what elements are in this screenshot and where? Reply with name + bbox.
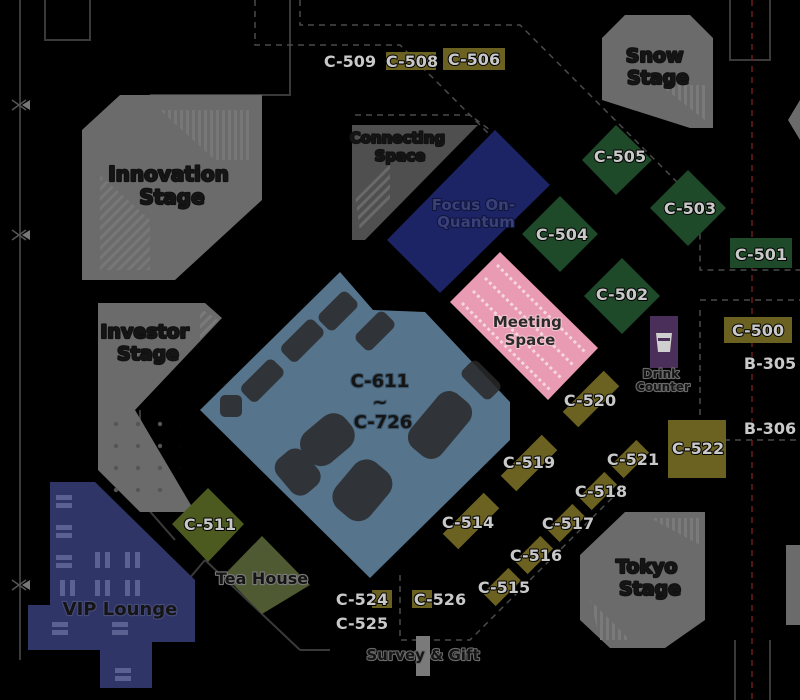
snow-stage[interactable]: Snow Stage xyxy=(602,15,713,128)
booth-c514-label[interactable]: C-514 xyxy=(441,512,495,533)
drink-counter-label: Drink Counter xyxy=(636,367,690,394)
booth-c519-box[interactable] xyxy=(500,434,558,492)
tokyo-stage-label: Tokyo Stage xyxy=(616,556,684,600)
focus-quantum-label: Focus On- Quantum xyxy=(432,196,521,231)
drink-counter-label-line2: Counter xyxy=(636,380,690,394)
booth-c526-label[interactable]: C-526 xyxy=(413,589,467,610)
drink-counter[interactable]: Drink Counter xyxy=(635,316,691,395)
booth-c526-box[interactable] xyxy=(412,590,432,608)
yellow-booths xyxy=(372,48,792,608)
booth-c501-label: C-501 xyxy=(735,245,787,264)
booth-c505[interactable]: C-505 xyxy=(582,125,652,195)
booth-c505-label: C-505 xyxy=(594,147,646,166)
booth-c522-box[interactable] xyxy=(668,420,726,478)
booth-c514-box[interactable] xyxy=(442,492,500,550)
booth-c508-label[interactable]: C-508 xyxy=(385,51,439,72)
innovation-stage-label-line1: Innovation xyxy=(108,162,229,186)
tokyo-stage-label-line1: Tokyo xyxy=(616,556,678,578)
tea-house[interactable]: Tea House xyxy=(215,536,310,614)
booth-c515-label[interactable]: C-515 xyxy=(477,577,531,598)
survey-gift-label: Survey & Gift xyxy=(366,646,479,664)
booth-c502-label: C-502 xyxy=(596,285,648,304)
vip-lounge-label: VIP Lounge xyxy=(63,599,178,620)
innovation-stage-label: Innovation Stage xyxy=(108,162,236,209)
booth-c522-label[interactable]: C-522 xyxy=(671,438,725,459)
booth-c506-label[interactable]: C-506 xyxy=(447,49,501,70)
snow-stage-label: Snow Stage xyxy=(626,45,690,89)
main-hall-label-line3: C-726 xyxy=(354,412,413,433)
booth-c521-box[interactable] xyxy=(610,439,650,479)
main-hall-label-line1: C-611 xyxy=(351,371,410,392)
booth-c517-label[interactable]: C-517 xyxy=(541,513,595,534)
booth-c521-label[interactable]: C-521 xyxy=(606,449,660,470)
meeting-space-label-line2: Space xyxy=(505,331,556,349)
main-hall-label: C-611 ~ C-726 xyxy=(351,371,416,433)
investor-stage-label: Investor Stage xyxy=(100,321,195,365)
booth-c515-box[interactable] xyxy=(482,567,522,607)
booth-c503-label: C-503 xyxy=(664,199,716,218)
booth-c508-box[interactable] xyxy=(386,52,436,70)
offscreen-area-right-top xyxy=(788,100,800,140)
hall-booth-clusters xyxy=(220,291,501,522)
main-exhibition-hall[interactable]: C-611 ~ C-726 xyxy=(200,272,510,578)
booth-c518-label[interactable]: C-518 xyxy=(574,481,628,502)
focus-quantum-label-line1: Focus On- xyxy=(432,196,515,214)
booth-c520-label[interactable]: C-520 xyxy=(563,390,617,411)
snow-stage-label-line1: Snow xyxy=(626,45,684,67)
booth-c502[interactable]: C-502 xyxy=(584,258,660,334)
booth-c524-label[interactable]: C-524 xyxy=(335,589,389,610)
drink-counter-label-line1: Drink xyxy=(643,367,681,381)
cup-icon xyxy=(656,333,672,352)
main-hall-label-line2: ~ xyxy=(372,392,387,413)
booth-c524-box[interactable] xyxy=(372,590,392,608)
walls xyxy=(11,0,800,700)
innovation-stage[interactable]: Innovation Stage xyxy=(82,95,262,280)
tokyo-stage-label-line2: Stage xyxy=(619,578,681,600)
booth-c525-label[interactable]: C-525 xyxy=(335,613,389,634)
connecting-space[interactable]: Connecting Space xyxy=(349,125,478,240)
survey-gift-counter[interactable]: Survey & Gift xyxy=(365,636,481,676)
connecting-space-label-line1: Connecting xyxy=(350,129,445,147)
booth-c503[interactable]: C-503 xyxy=(650,170,726,246)
booth-c519-label[interactable]: C-519 xyxy=(502,452,556,473)
booth-c501[interactable]: C-501 xyxy=(730,238,792,268)
lounge-furniture xyxy=(52,495,140,681)
booth-c511-label: C-511 xyxy=(184,515,236,534)
booth-c511[interactable]: C-511 xyxy=(172,488,244,562)
booth-c516-box[interactable] xyxy=(514,535,554,575)
booth-c518-box[interactable] xyxy=(578,471,618,511)
tea-house-label: Tea House xyxy=(216,569,308,588)
tokyo-stage[interactable]: Tokyo Stage xyxy=(580,512,705,648)
booth-c509-label[interactable]: C-509 xyxy=(323,51,377,72)
booth-c500-box[interactable] xyxy=(724,317,792,343)
focus-quantum-label-line2: Quantum xyxy=(437,213,515,231)
investor-stage[interactable]: Investor Stage xyxy=(98,303,222,512)
meeting-space[interactable]: Meeting Space xyxy=(450,252,598,400)
meeting-space-label-line1: Meeting xyxy=(493,313,562,331)
booth-c520-box[interactable] xyxy=(562,370,620,428)
offscreen-area-right-bottom xyxy=(786,545,800,625)
booth-labels: C-509 C-508 C-506 C-500 B-305 B-306 C-52… xyxy=(323,49,797,634)
booth-b306-label[interactable]: B-306 xyxy=(743,418,797,439)
innovation-stage-label-line2: Stage xyxy=(139,185,204,209)
vip-lounge[interactable]: VIP Lounge xyxy=(28,482,195,688)
snow-stage-label-line2: Stage xyxy=(627,67,689,89)
focus-quantum-area[interactable]: Focus On- Quantum xyxy=(387,130,550,293)
booth-c517-box[interactable] xyxy=(546,503,586,543)
booth-c500-label[interactable]: C-500 xyxy=(731,320,785,341)
booth-c504-label: C-504 xyxy=(536,225,588,244)
connecting-space-label-line2: Space xyxy=(375,147,426,165)
booth-c516-label[interactable]: C-516 xyxy=(509,545,563,566)
meeting-space-label: Meeting Space xyxy=(493,313,567,349)
investor-stage-label-line1: Investor xyxy=(100,321,189,343)
connecting-space-label: Connecting Space xyxy=(350,129,451,165)
booth-b305-label[interactable]: B-305 xyxy=(743,353,797,374)
booth-c504[interactable]: C-504 xyxy=(522,196,598,272)
booth-c506-box[interactable] xyxy=(443,48,505,70)
investor-stage-label-line2: Stage xyxy=(117,343,179,365)
